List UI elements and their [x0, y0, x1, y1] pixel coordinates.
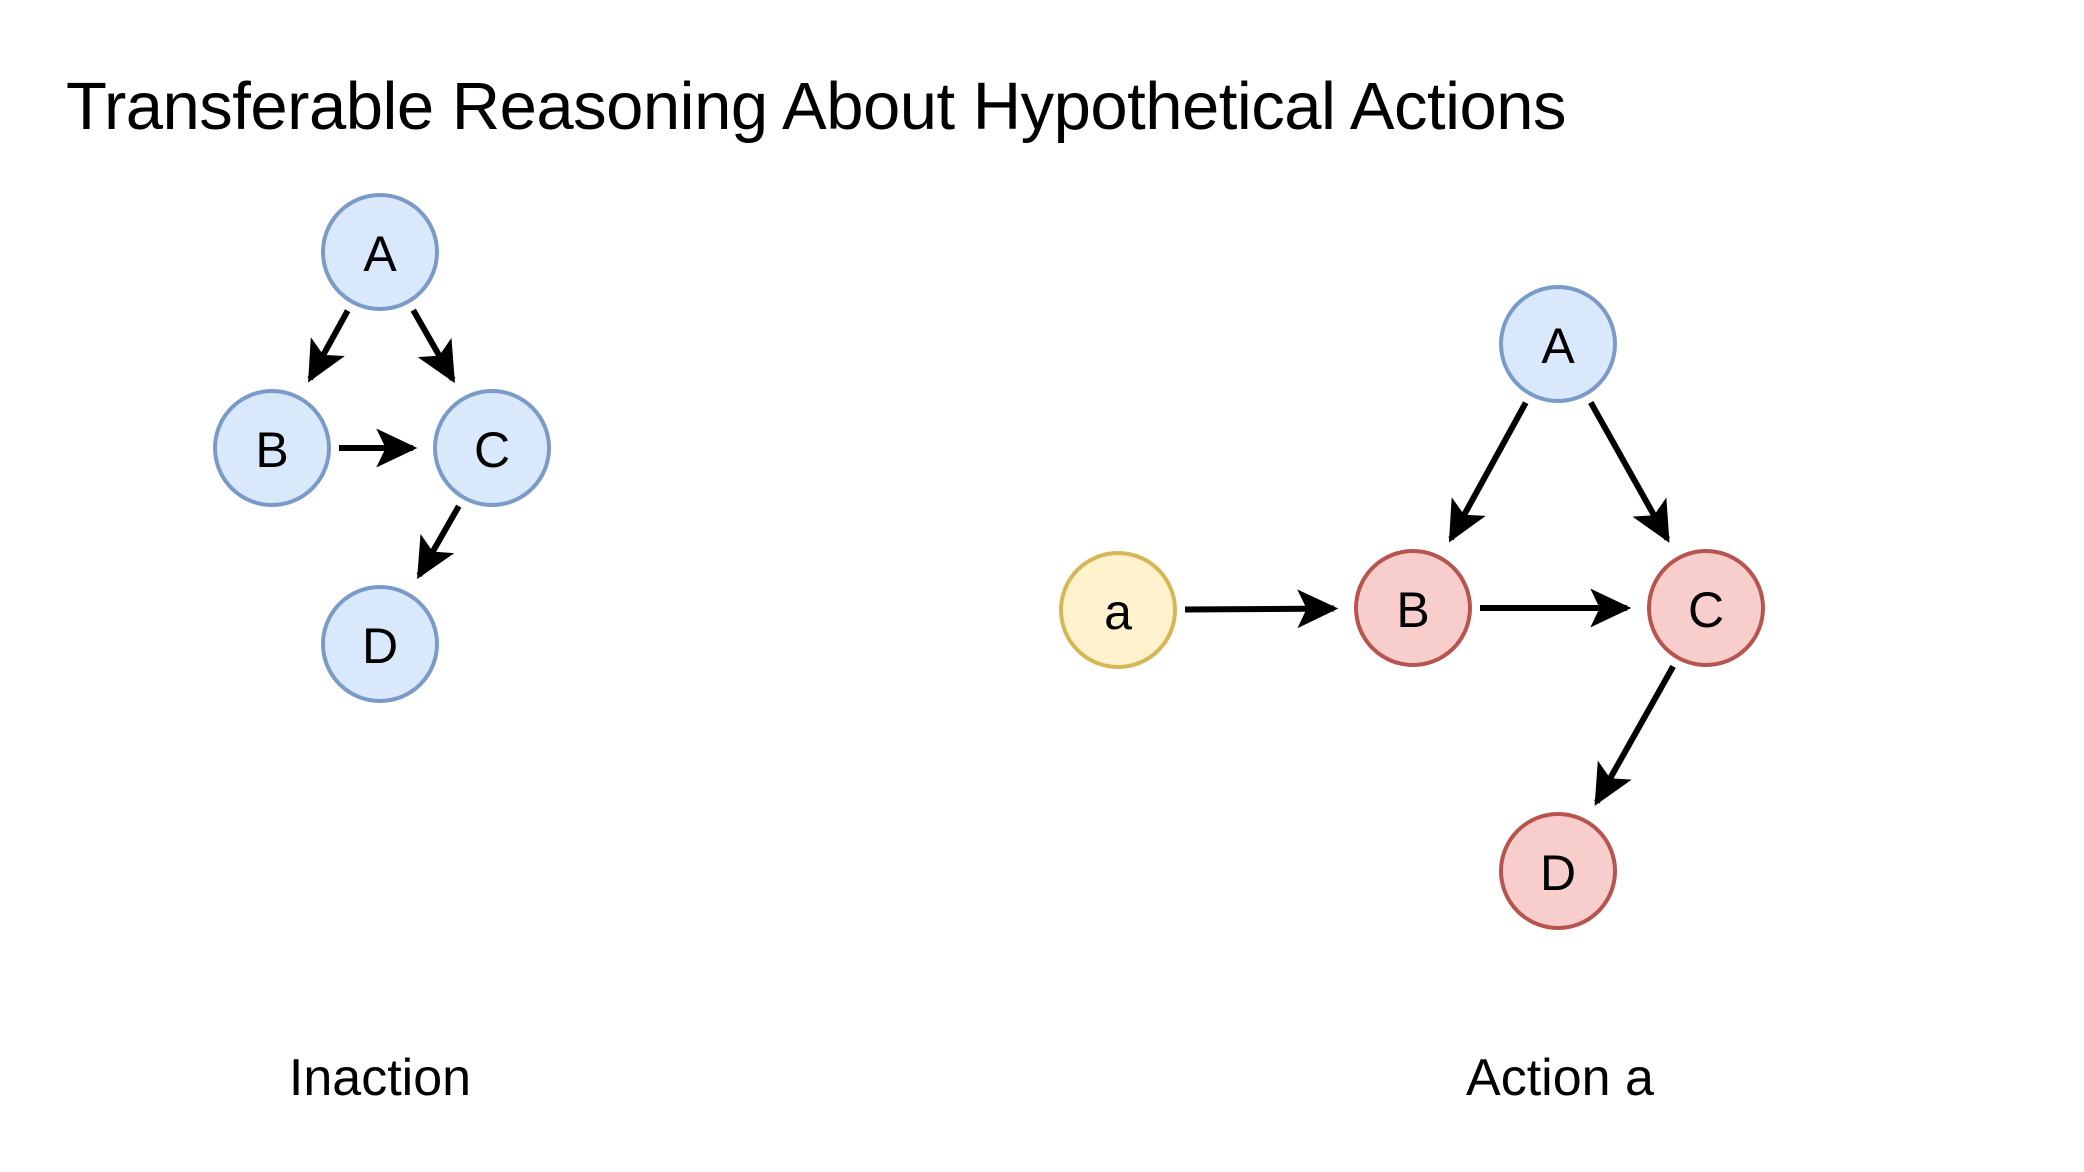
node-action-a-A[interactable]: A: [1499, 285, 1617, 403]
node-circle-red: [1354, 549, 1472, 667]
edge-action-a-A-to-C: [1588, 400, 1670, 543]
edge-action-a-A-to-B: [1448, 401, 1529, 543]
edge-inaction-A-to-B: [307, 309, 351, 383]
panel-caption-action-a: Action a: [1466, 1049, 1654, 1107]
node-circle-red: [1499, 812, 1617, 930]
node-label: B: [255, 422, 288, 478]
node-label: A: [1541, 318, 1575, 374]
node-label: D: [1540, 845, 1576, 901]
edge-inaction-A-to-C: [410, 308, 456, 384]
edge-action-a-C-to-D: [1594, 664, 1676, 806]
node-circle-red: [1647, 549, 1765, 667]
edge-inaction-C-to-D: [416, 504, 462, 580]
node-circle-blue: [433, 389, 551, 507]
node-circle-blue: [1499, 285, 1617, 403]
edge-action-a-a-to-B: [1184, 589, 1339, 629]
node-inaction-B[interactable]: B: [213, 389, 331, 507]
node-label: a: [1104, 584, 1132, 640]
node-action-a-B[interactable]: B: [1354, 549, 1472, 667]
node-inaction-A[interactable]: A: [321, 193, 439, 311]
node-label: D: [362, 618, 398, 674]
node-label: C: [1688, 582, 1724, 638]
node-label: C: [474, 422, 510, 478]
page-title: Transferable Reasoning About Hypothetica…: [66, 69, 1567, 144]
node-label: B: [1396, 582, 1429, 638]
edges-layer: [307, 308, 1676, 806]
node-action-a-a[interactable]: a: [1059, 551, 1177, 669]
node-action-a-D[interactable]: D: [1499, 812, 1617, 930]
node-circle-blue: [321, 193, 439, 311]
nodes-layer: A B C Da A B C D: [213, 193, 1765, 930]
node-circle-blue: [213, 389, 331, 507]
node-circle-blue: [321, 585, 439, 703]
node-label: A: [363, 226, 397, 282]
node-inaction-D[interactable]: D: [321, 585, 439, 703]
node-action-a-C[interactable]: C: [1647, 549, 1765, 667]
node-inaction-C[interactable]: C: [433, 389, 551, 507]
panel-caption-inaction: Inaction: [288, 1049, 472, 1107]
node-circle-yellow: [1059, 551, 1177, 669]
